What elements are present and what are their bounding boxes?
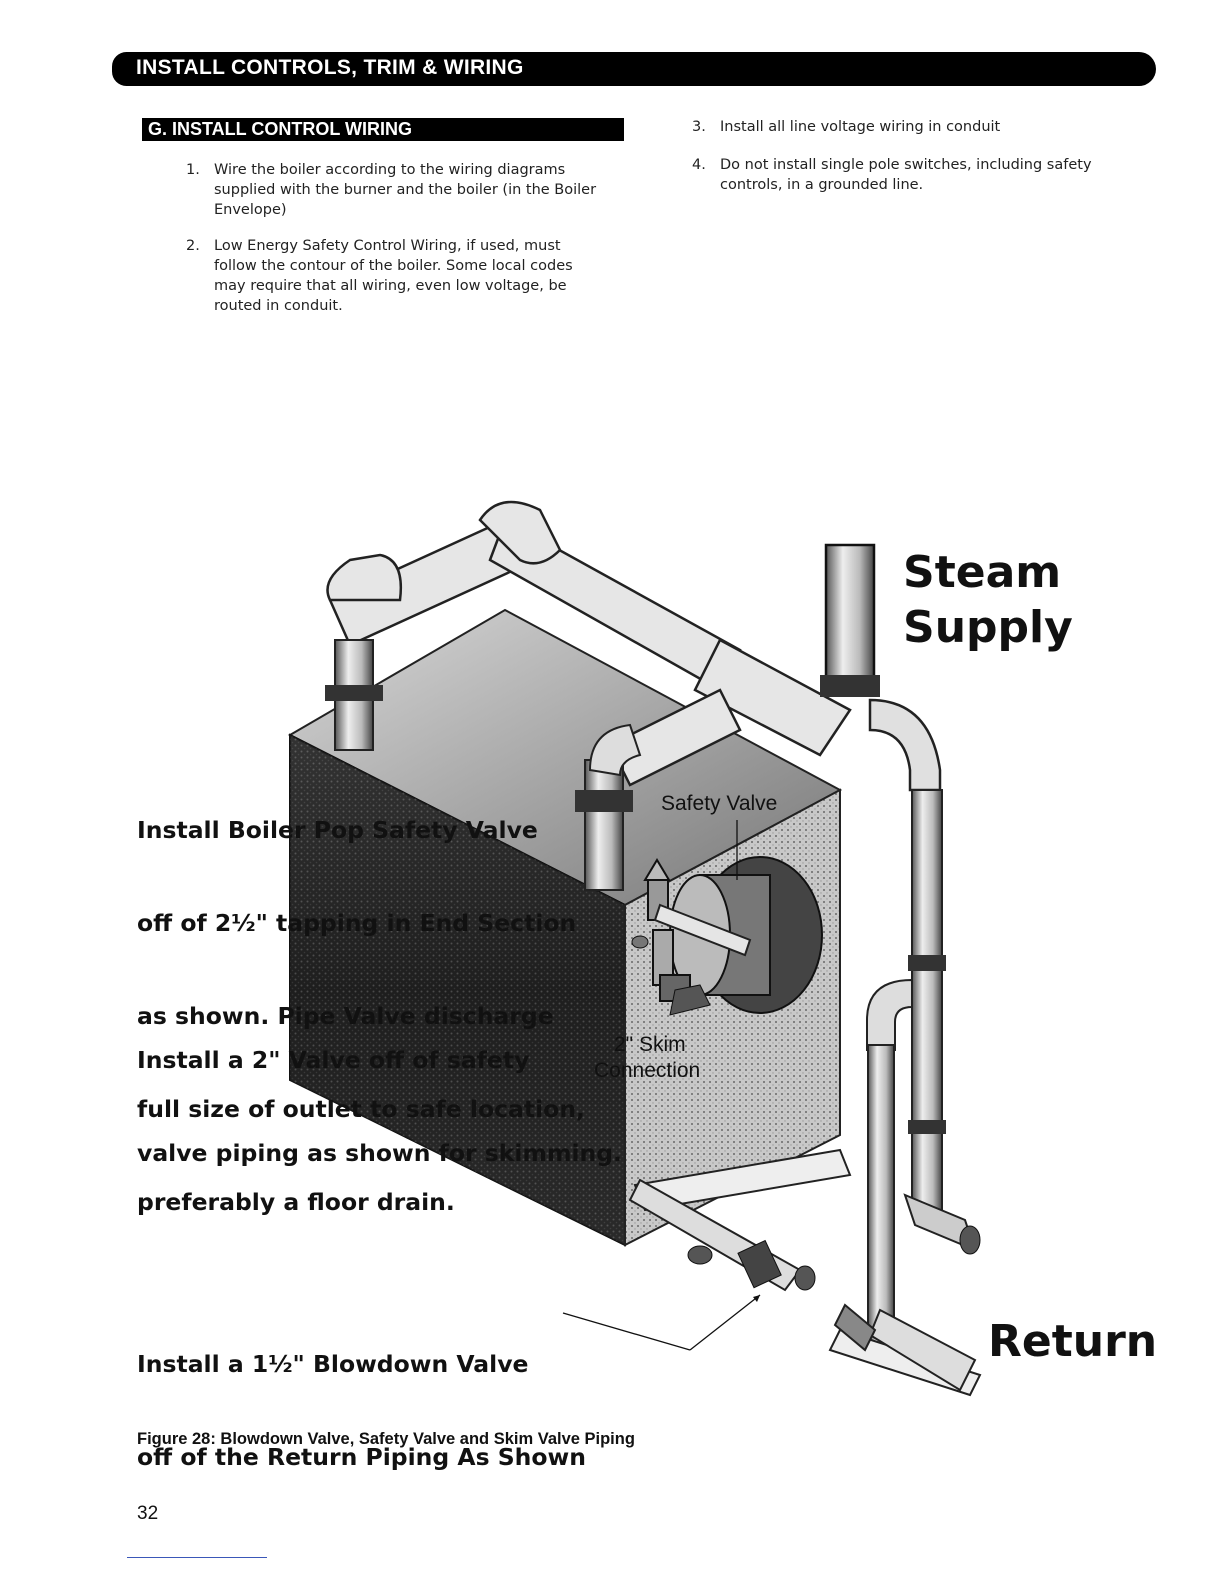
item-line: routed in conduit. [214, 298, 343, 314]
safety-valve-label: Safety Valve [661, 792, 777, 815]
instruction-item-1: 1. Wire the boiler according to the wiri… [186, 160, 626, 222]
item-number: 4. [692, 157, 706, 173]
item-line: may require that all wiring, even low vo… [214, 278, 567, 294]
figure-caption: Figure 28: Blowdown Valve, Safety Valve … [137, 1430, 635, 1448]
footer-rule [127, 1557, 267, 1558]
skim-label-line1: 2" Skim [614, 1033, 686, 1056]
item-line: Install all line voltage wiring in condu… [720, 119, 1001, 135]
safety-valve [643, 858, 752, 957]
item-number: 1. [186, 162, 200, 178]
item-line: follow the contour of the boiler. Some l… [214, 258, 573, 274]
callout-line: off of 2½" tapping in End Section [137, 909, 577, 937]
boiler-body [287, 608, 843, 1247]
callout-line: preferably a floor drain. [137, 1188, 455, 1216]
subsection-title: G. INSTALL CONTROL WIRING [148, 119, 412, 139]
banner-title: INSTALL CONTROLS, TRIM & WIRING [136, 56, 524, 79]
item-text: Do not install single pole switches, inc… [720, 155, 1092, 195]
steam-label-line1: Steam [903, 547, 1061, 598]
callout-line: Install a 2" Valve off of safety [137, 1046, 530, 1074]
blowdown-valve-callout: Install a 1½" Blowdown Valve off of the … [137, 1287, 586, 1504]
item-line: Envelope) [214, 202, 287, 218]
callout-line: off of the Return Piping As Shown [137, 1443, 586, 1471]
item-line: Low Energy Safety Control Wiring, if use… [214, 238, 561, 254]
section-banner: INSTALL CONTROLS, TRIM & WIRING [112, 52, 1156, 86]
instruction-item-4: 4. Do not install single pole switches, … [692, 155, 1152, 197]
item-number: 2. [186, 238, 200, 254]
item-text: Install all line voltage wiring in condu… [720, 117, 1000, 137]
callout-line: Install Boiler Pop Safety Valve [137, 816, 538, 844]
skim-valve [631, 929, 711, 1016]
item-text: Low Energy Safety Control Wiring, if use… [214, 236, 573, 316]
page-number: 32 [137, 1503, 159, 1524]
subsection-header: G. INSTALL CONTROL WIRING [142, 118, 624, 141]
callout-line: Install a 1½" Blowdown Valve [137, 1350, 529, 1378]
skim-label-line2: Connection [594, 1059, 700, 1082]
item-line: Do not install single pole switches, inc… [720, 157, 1092, 173]
instruction-item-2: 2. Low Energy Safety Control Wiring, if … [186, 236, 626, 318]
callout-line: as shown. Pipe Valve discharge [137, 1002, 554, 1030]
callout-line: full size of outlet to safe location, [137, 1095, 585, 1123]
steam-label-line2: Supply [903, 602, 1073, 653]
item-number: 3. [692, 119, 706, 135]
header-piping [326, 500, 852, 787]
item-line: controls, in a grounded line. [720, 177, 924, 193]
return-label: Return [988, 1316, 1157, 1367]
item-text: Wire the boiler according to the wiring … [214, 160, 596, 220]
instruction-item-3: 3. Install all line voltage wiring in co… [692, 117, 1152, 139]
skim-valve-callout: Install a 2" Valve off of safety valve p… [137, 983, 622, 1200]
item-line: supplied with the burner and the boiler … [214, 182, 597, 198]
item-line: Wire the boiler according to the wiring … [214, 162, 566, 178]
callout-line: valve piping as shown for skimming. [137, 1139, 622, 1167]
safety-valve-callout: Install Boiler Pop Safety Valve off of 2… [137, 753, 585, 1249]
